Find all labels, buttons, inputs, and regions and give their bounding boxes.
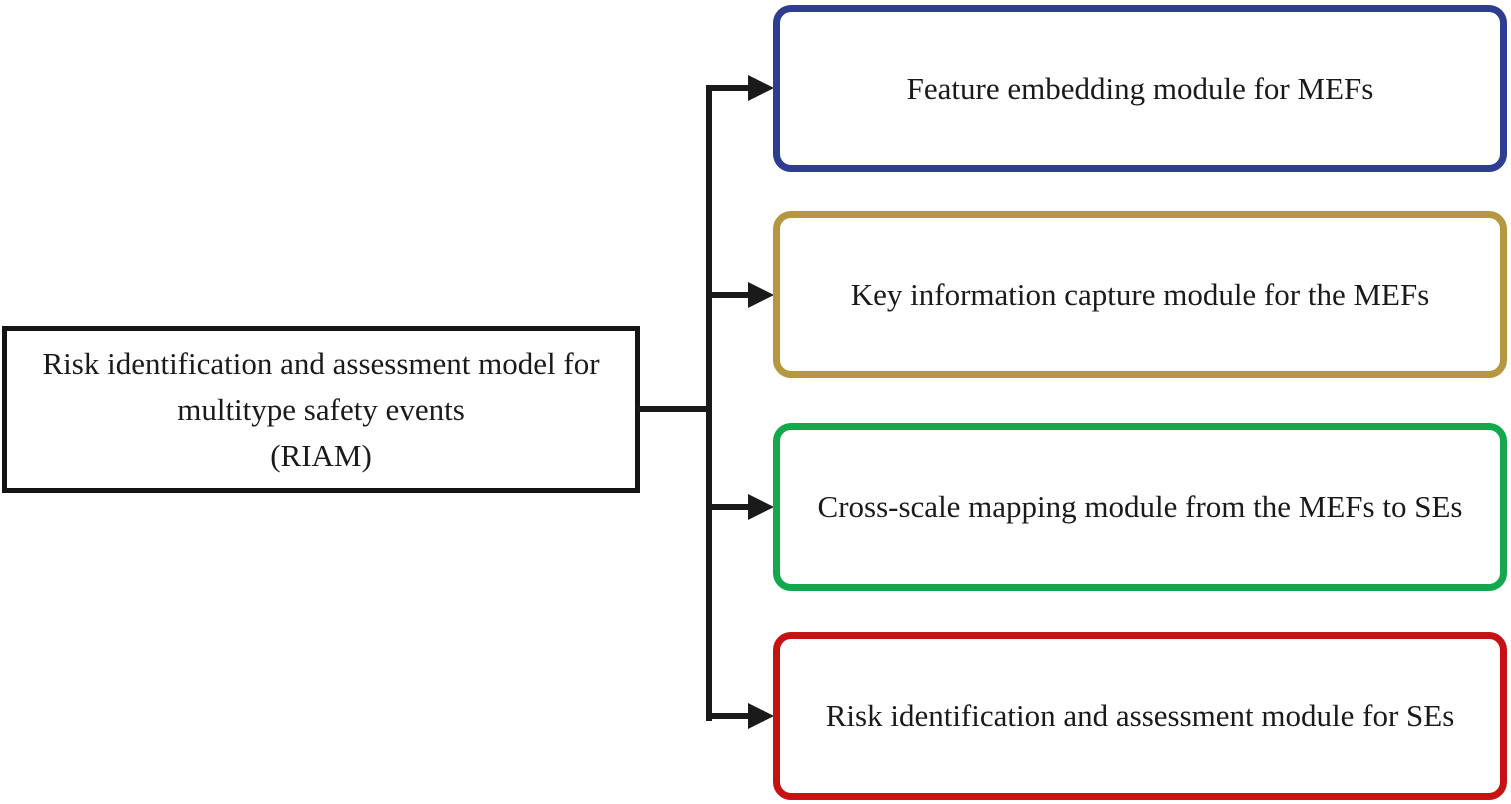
branch-connector-3 xyxy=(706,504,752,510)
module-box-feature-embedding: Feature embedding module for MEFs xyxy=(773,5,1507,172)
trunk-connector xyxy=(706,85,712,721)
module-box-cross-scale-mapping: Cross-scale mapping module from the MEFs… xyxy=(773,423,1507,591)
root-to-trunk-connector xyxy=(638,406,708,412)
arrow-right-icon xyxy=(748,75,774,101)
branch-connector-2 xyxy=(706,292,752,298)
branch-connector-1 xyxy=(706,85,752,91)
arrow-right-icon xyxy=(748,703,774,729)
branch-connector-4 xyxy=(706,713,752,719)
arrow-right-icon xyxy=(748,282,774,308)
root-model-box: Risk identification and assessment model… xyxy=(2,326,640,493)
module-box-risk-identification-assessment: Risk identification and assessment modul… xyxy=(773,632,1507,800)
module-box-key-information-capture: Key information capture module for the M… xyxy=(773,211,1507,378)
arrow-right-icon xyxy=(748,494,774,520)
